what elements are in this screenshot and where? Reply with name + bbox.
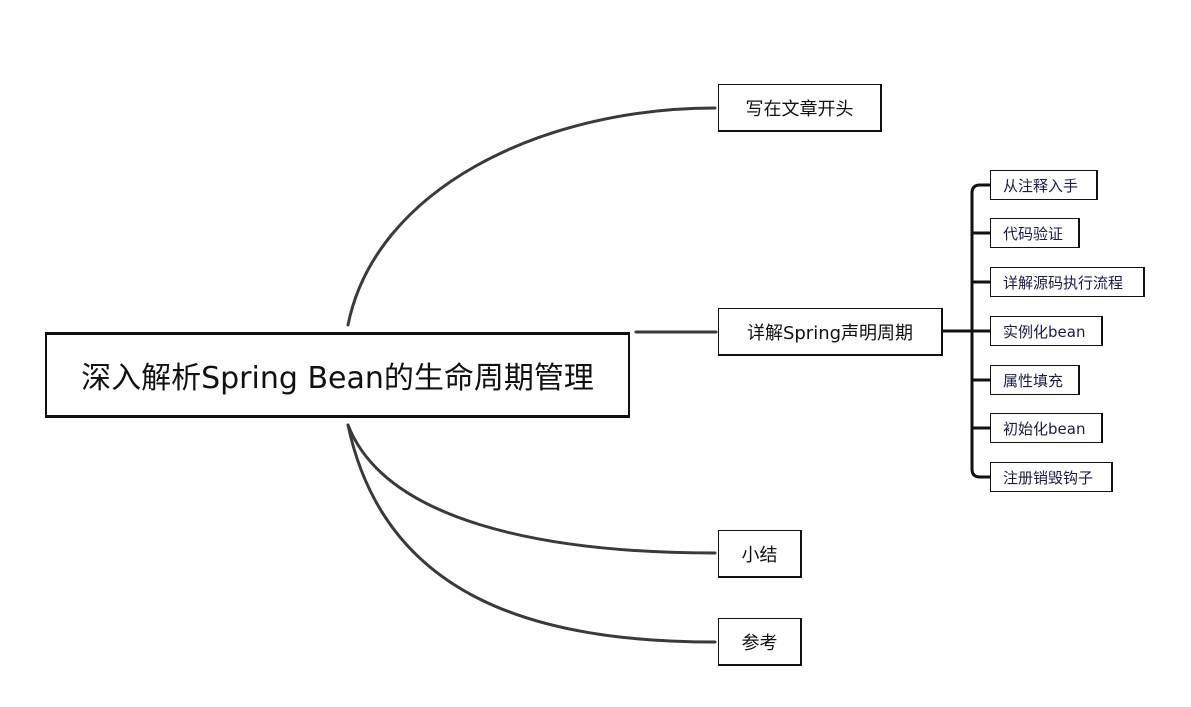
subtopic-label: 实例化bean bbox=[1003, 322, 1086, 341]
branch-summary[interactable]: 小结 bbox=[718, 530, 802, 578]
subtopic-destroy-hook[interactable]: 注册销毁钩子 bbox=[990, 462, 1113, 492]
branch-label: 小结 bbox=[741, 544, 778, 566]
subtopic-source-flow[interactable]: 详解源码执行流程 bbox=[990, 267, 1145, 297]
branch-label: 参考 bbox=[741, 632, 778, 654]
subtopic-initialize[interactable]: 初始化bean bbox=[990, 413, 1103, 443]
branch-label: 写在文章开头 bbox=[745, 98, 854, 120]
connector-branch-1 bbox=[346, 106, 717, 327]
subtopic-label: 初始化bean bbox=[1003, 419, 1086, 438]
subtopic-label: 从注释入手 bbox=[1003, 176, 1079, 195]
subtopic-instantiate[interactable]: 实例化bean bbox=[990, 316, 1103, 346]
branch-lifecycle[interactable]: 详解Spring声明周期 bbox=[718, 308, 943, 356]
root-topic[interactable]: 深入解析Spring Bean的生命周期管理 bbox=[45, 332, 630, 418]
subtopic-populate[interactable]: 属性填充 bbox=[990, 365, 1080, 395]
connector-sub-spine bbox=[970, 183, 992, 479]
subtopic-label: 代码验证 bbox=[1003, 224, 1064, 243]
branch-references[interactable]: 参考 bbox=[718, 618, 802, 666]
connector-branch-4 bbox=[346, 423, 717, 644]
subtopic-label: 属性填充 bbox=[1003, 371, 1064, 390]
connector-branch-3 bbox=[346, 423, 717, 555]
subtopic-code-verify[interactable]: 代码验证 bbox=[990, 218, 1080, 248]
subtopic-label: 详解源码执行流程 bbox=[1003, 273, 1124, 292]
subtopic-label: 注册销毁钩子 bbox=[1003, 468, 1094, 487]
branch-label: 详解Spring声明周期 bbox=[746, 322, 914, 344]
root-topic-label: 深入解析Spring Bean的生命周期管理 bbox=[81, 361, 594, 396]
branch-intro[interactable]: 写在文章开头 bbox=[718, 84, 882, 132]
subtopic-annotations[interactable]: 从注释入手 bbox=[990, 170, 1098, 200]
